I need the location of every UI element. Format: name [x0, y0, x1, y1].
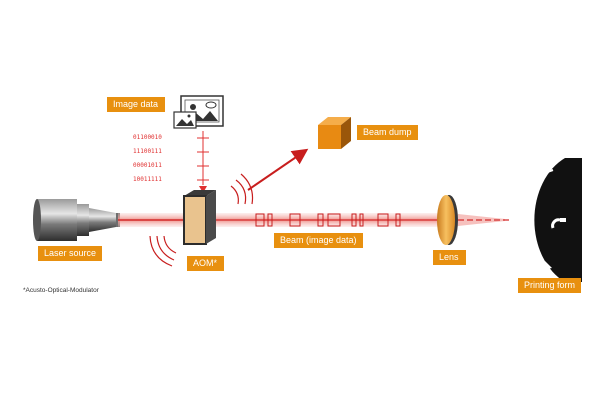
- laser-source-label: Laser source: [38, 246, 103, 261]
- deflected-beam-arrow: [247, 148, 309, 191]
- binary-stream-line: [197, 131, 209, 193]
- label-backgrounds: [38, 97, 580, 293]
- modulator-crystal-icon: [183, 190, 216, 245]
- beam-label: Beam (image data): [274, 233, 363, 248]
- binary-row: 11100111: [133, 148, 162, 155]
- beam-modulation-segments: [255, 213, 401, 227]
- binary-data-column: 01100010 11100111 00001011 10011111: [133, 131, 162, 187]
- binary-row: 10011111: [133, 176, 162, 183]
- cube-icon: [318, 117, 351, 149]
- lens-icon: [437, 195, 458, 245]
- image-file-icon: [173, 95, 224, 129]
- acoustic-waves: [149, 173, 254, 267]
- binary-row: 01100010: [133, 134, 162, 141]
- drum-icon: [518, 158, 582, 282]
- binary-row: 00001011: [133, 162, 162, 169]
- laser-head-icon: [33, 199, 120, 241]
- footnote: *Acusto-Optical-Modulator: [23, 287, 99, 294]
- beam-dump-label: Beam dump: [357, 125, 418, 140]
- focused-beam: [458, 214, 510, 226]
- printing-form-label: Printing form: [518, 278, 582, 293]
- aom-label: AOM*: [187, 256, 224, 271]
- lens-label: Lens: [433, 250, 465, 265]
- laser-beam: [118, 213, 442, 227]
- image-data-label: Image data: [107, 97, 165, 112]
